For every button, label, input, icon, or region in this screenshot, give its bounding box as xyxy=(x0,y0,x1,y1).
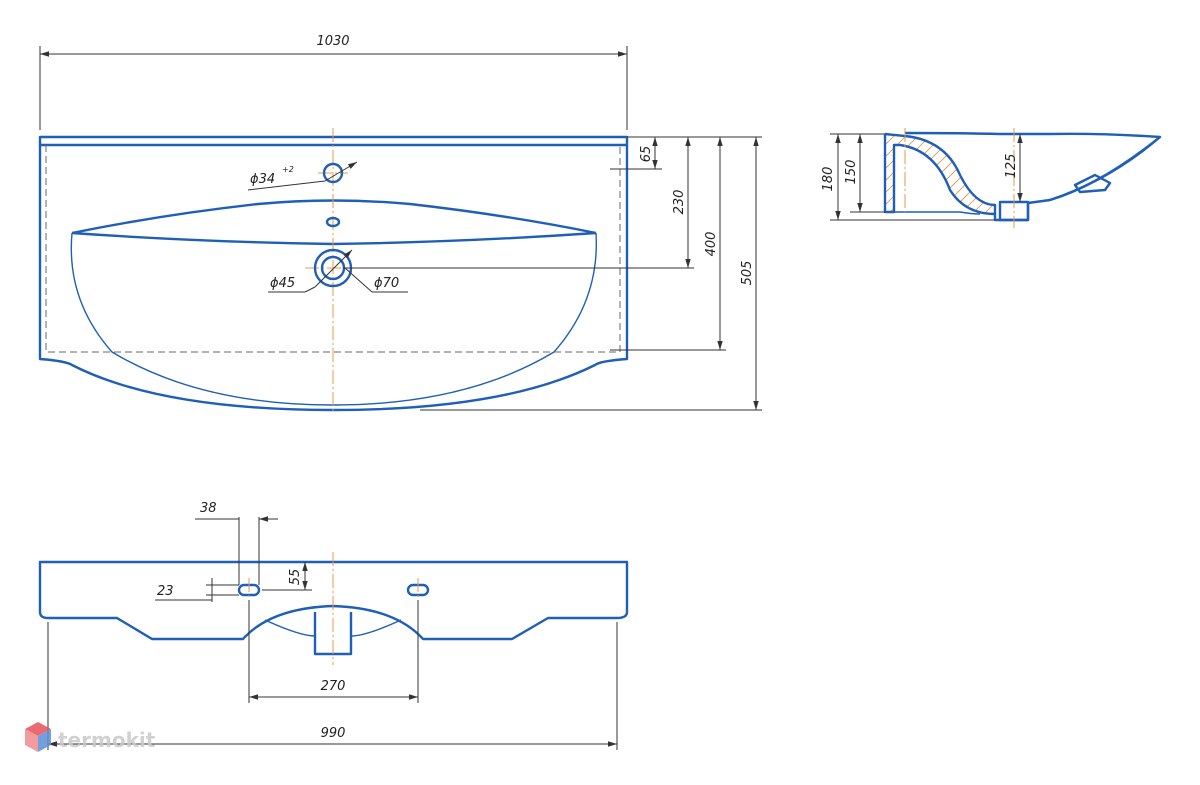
side-inner-bowl xyxy=(894,211,981,215)
dim-505-label: 505 xyxy=(740,261,755,286)
front-bowl-inner xyxy=(264,619,402,637)
bowl-front-edge xyxy=(71,231,597,246)
front-view: 38 55 23 270 990 xyxy=(38,501,629,750)
dim-38-label: 38 xyxy=(200,501,217,516)
side-body-outline xyxy=(884,131,1162,222)
side-view: 180 150 125 xyxy=(821,128,1162,228)
drain-outer-diameter-label: ϕ70 xyxy=(374,276,399,291)
dim-180-label: 180 xyxy=(821,167,836,192)
bowl-top-edge xyxy=(71,199,597,235)
cube-logo-icon xyxy=(25,722,51,752)
watermark: termokit xyxy=(25,722,156,752)
dim-150-label: 150 xyxy=(844,160,859,185)
side-cut-section xyxy=(883,134,996,216)
tap-hole-diameter-label: ϕ34 xyxy=(250,172,275,187)
dim-55-label: 55 xyxy=(288,569,303,586)
dim-990-label: 990 xyxy=(321,726,346,741)
tap-hole xyxy=(322,162,344,184)
side-overflow-channel xyxy=(1049,136,1161,202)
dim-65-label: 65 xyxy=(639,146,654,163)
hidden-edge-top xyxy=(45,145,621,353)
dim-400-label: 400 xyxy=(704,232,719,257)
bowl-side-contour xyxy=(70,232,598,406)
dim-23-label: 23 xyxy=(157,584,174,599)
tap-hole-tolerance-label: +2 xyxy=(282,165,294,174)
top-view: 1030 65 230 400 505 ϕ34 +2 ϕ45 ϕ70 xyxy=(38,34,762,414)
overflow-hole xyxy=(325,216,341,228)
dim-125-label: 125 xyxy=(1004,154,1019,179)
watermark-text: termokit xyxy=(58,728,156,752)
dim-1030-label: 1030 xyxy=(316,34,349,49)
drain-inner-diameter-label: ϕ45 xyxy=(270,276,295,291)
dim-270-label: 270 xyxy=(321,679,346,694)
dim-230-label: 230 xyxy=(672,190,687,215)
